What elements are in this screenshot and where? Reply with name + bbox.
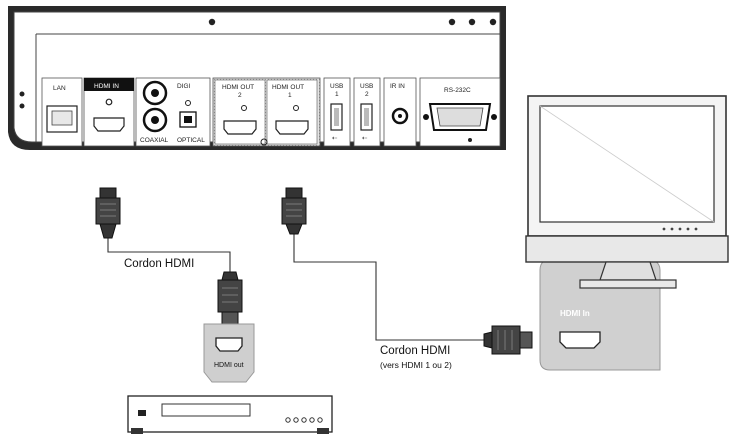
lan-label: LAN: [53, 85, 66, 92]
hdmi-out1-label: HDMI OUT: [272, 84, 304, 91]
rs232c-port: RS-232C: [419, 77, 501, 147]
cable1-label: Cordon HDMI: [124, 258, 194, 270]
digital-audio-ports: DIGI COAXIAL OPTICAL: [135, 77, 211, 147]
usb1-label: USB: [330, 83, 343, 90]
digi-label: DIGI: [177, 83, 191, 90]
ir-in-port: IR IN: [383, 77, 417, 147]
hdmi-cable-1: Cordon HDMI: [95, 187, 243, 325]
source-device: HDMI out: [127, 323, 333, 434]
lan-port: LAN: [41, 77, 83, 147]
optical-label: OPTICAL: [177, 137, 205, 144]
hdmi-in-label: HDMI IN: [94, 83, 119, 90]
rs232c-label: RS-232C: [444, 87, 471, 94]
hdmi-out1-number: 1: [288, 92, 292, 99]
rear-panel: LAN HDMI IN DIGI COAXIAL OPTICAL: [8, 6, 506, 150]
usb2-number: 2: [365, 91, 369, 98]
usb2-label: USB: [360, 83, 373, 90]
cable2-note: (vers HDMI 1 ou 2): [380, 360, 452, 370]
cable2-label: Cordon HDMI: [380, 345, 450, 357]
usb1-number: 1: [335, 91, 339, 98]
ir-in-label: IR IN: [390, 83, 405, 90]
usb2-symbol-icon: ⇠: [362, 135, 368, 142]
tv-hdmi-in-label: HDMI In: [560, 309, 590, 318]
television: HDMI In: [525, 95, 729, 371]
coaxial-label: COAXIAL: [140, 137, 169, 144]
hdmi-out2-number: 2: [238, 92, 242, 99]
hdmi-cable-2: Cordon HDMI (vers HDMI 1 ou 2): [281, 187, 533, 370]
usb-ports: USB 1 USB 2 ⇠ ⇠: [323, 77, 381, 147]
hdmi-out2-label: HDMI OUT: [222, 84, 254, 91]
usb1-symbol-icon: ⇠: [332, 135, 338, 142]
hdmi-out-ports: HDMI OUT 2 HDMI OUT 1: [212, 77, 321, 147]
hdmi-in-port: HDMI IN: [83, 77, 135, 147]
source-hdmi-out-label: HDMI out: [214, 362, 244, 369]
